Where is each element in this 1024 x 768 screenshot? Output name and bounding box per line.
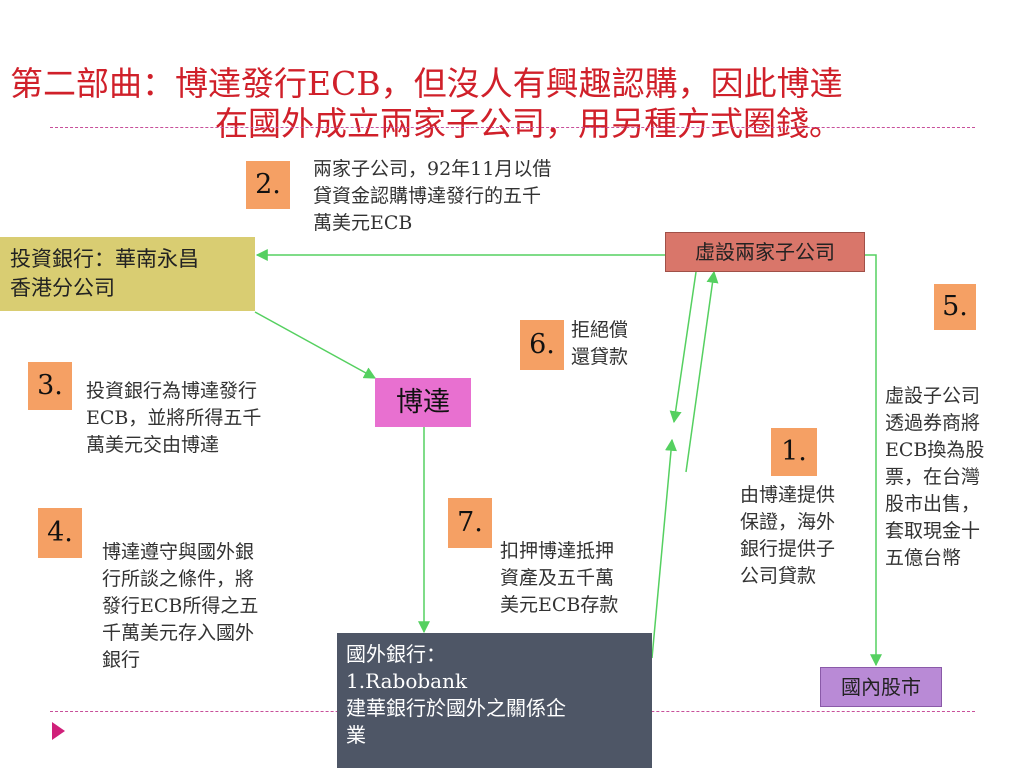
step-1-badge: 1.: [771, 428, 817, 476]
step-2-badge: 2.: [246, 161, 290, 209]
step-5-line: 虛設子公司: [885, 385, 981, 407]
step-4-line: 銀行: [102, 649, 141, 671]
step-5-text: 虛設子公司 透過券商將 ECB換為股 票，在台灣 股市出售， 套取現金十 五億台…: [885, 383, 1020, 572]
investment-bank-line-1: 投資銀行：華南永昌: [10, 247, 199, 271]
step-3-line: 投資銀行為博達發行: [86, 380, 258, 402]
title-line-1: 第二部曲：博達發行ECB，但沒人有興趣認購，因此博達: [10, 64, 843, 103]
step-4-badge: 4.: [38, 508, 82, 558]
step-7-text: 扣押博達抵押 資產及五千萬 美元ECB存款: [500, 538, 670, 619]
step-2-line: 兩家子公司，92年11月以借: [313, 158, 552, 180]
step-5-line: 五億台幣: [885, 547, 962, 569]
step-1-text: 由博達提供 保證，海外 銀行提供子 公司貸款: [740, 482, 880, 590]
step-6-badge: 6.: [520, 320, 564, 370]
step-5-line: ECB換為股: [885, 439, 985, 461]
step-6-line: 還貸款: [571, 346, 629, 368]
foreign-bank-node: 國外銀行： 1.Rabobank 建華銀行於國外之關係企 業: [337, 633, 652, 768]
step-3-line: ECB，並將所得五千: [86, 407, 262, 429]
slide-marker-icon: [52, 722, 65, 740]
step-7-line: 資產及五千萬: [500, 567, 615, 589]
investment-bank-node: 投資銀行：華南永昌 香港分公司: [0, 237, 255, 311]
step-4-line: 發行ECB所得之五: [102, 595, 259, 617]
investment-bank-line-2: 香港分公司: [10, 276, 115, 300]
step-3-line: 萬美元交由博達: [86, 434, 220, 456]
step-5-line: 股市出售，: [885, 493, 981, 515]
step-4-line: 行所談之條件，將: [102, 568, 255, 590]
title-line-2: 在國外成立兩家子公司，用另種方式圈錢。: [215, 104, 842, 143]
step-1-line: 銀行提供子: [740, 538, 836, 560]
step-5-badge: 5.: [934, 284, 976, 330]
arrow-shell-to-market: [865, 254, 882, 667]
foreign-bank-line-2: 1.Rabobank: [346, 669, 468, 693]
step-5-line: 套取現金十: [885, 520, 981, 542]
domestic-market-node: 國內股市: [820, 667, 942, 707]
step-5-line: 票，在台灣: [885, 466, 981, 488]
step-4-line: 博達遵守與國外銀: [102, 541, 255, 563]
shell-companies-node: 虛設兩家子公司: [665, 232, 865, 272]
step-3-badge: 3.: [28, 362, 72, 410]
arrow-foreign-bank-loan: [685, 270, 719, 473]
step-7-line: 美元ECB存款: [500, 594, 619, 616]
arrow-shell-refuse-repay: [669, 271, 697, 424]
top-divider: [50, 127, 975, 128]
step-5-line: 透過券商將: [885, 412, 981, 434]
step-4-text: 博達遵守與國外銀 行所談之條件，將 發行ECB所得之五 千萬美元存入國外 銀行: [102, 539, 332, 674]
boda-node: 博達: [375, 378, 471, 427]
step-4-line: 千萬美元存入國外: [102, 622, 255, 644]
arrow-bank-to-boda: [254, 311, 377, 379]
step-1-line: 公司貸款: [740, 565, 817, 587]
step-6-line: 拒絕償: [571, 319, 629, 341]
step-3-text: 投資銀行為博達發行 ECB，並將所得五千 萬美元交由博達: [86, 378, 336, 459]
step-7-line: 扣押博達抵押: [500, 540, 615, 562]
slide-title: 第二部曲：博達發行ECB，但沒人有興趣認購，因此博達 在國外成立兩家子公司，用另…: [10, 64, 1020, 144]
step-2-line: 貸資金認購博達發行的五千: [313, 185, 542, 207]
step-1-line: 由博達提供: [740, 484, 836, 506]
foreign-bank-line-1: 國外銀行：: [346, 642, 446, 666]
step-2-text: 兩家子公司，92年11月以借 貸資金認購博達發行的五千 萬美元ECB: [313, 156, 633, 237]
step-1-line: 保證，海外: [740, 511, 836, 533]
foreign-bank-line-3: 建華銀行於國外之關係企: [346, 696, 566, 720]
step-2-line: 萬美元ECB: [313, 212, 413, 234]
step-6-text: 拒絕償 還貸款: [571, 317, 671, 371]
arrow-foreign-bank-seize: [651, 438, 677, 659]
step-7-badge: 7.: [448, 498, 492, 548]
foreign-bank-line-4: 業: [346, 723, 366, 747]
